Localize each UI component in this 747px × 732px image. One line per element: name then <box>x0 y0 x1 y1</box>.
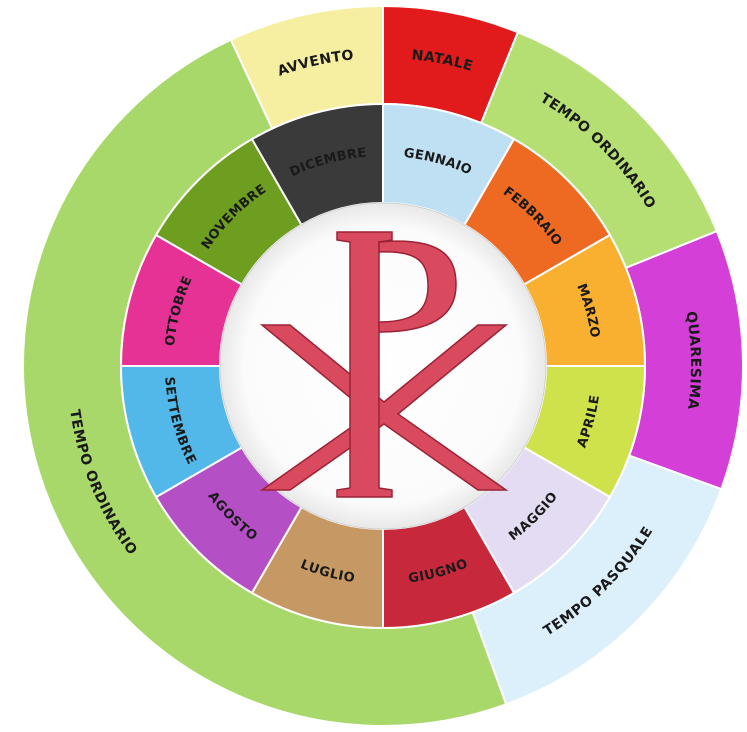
center-disc <box>219 202 547 530</box>
season-label-quaresima: QUARESIMA <box>682 310 703 411</box>
months-ring: GENNAIOFEBBRAIOMARZOAPRILEMAGGIOGIUGNOLU… <box>119 102 647 630</box>
chi-rho-icon <box>259 231 509 498</box>
